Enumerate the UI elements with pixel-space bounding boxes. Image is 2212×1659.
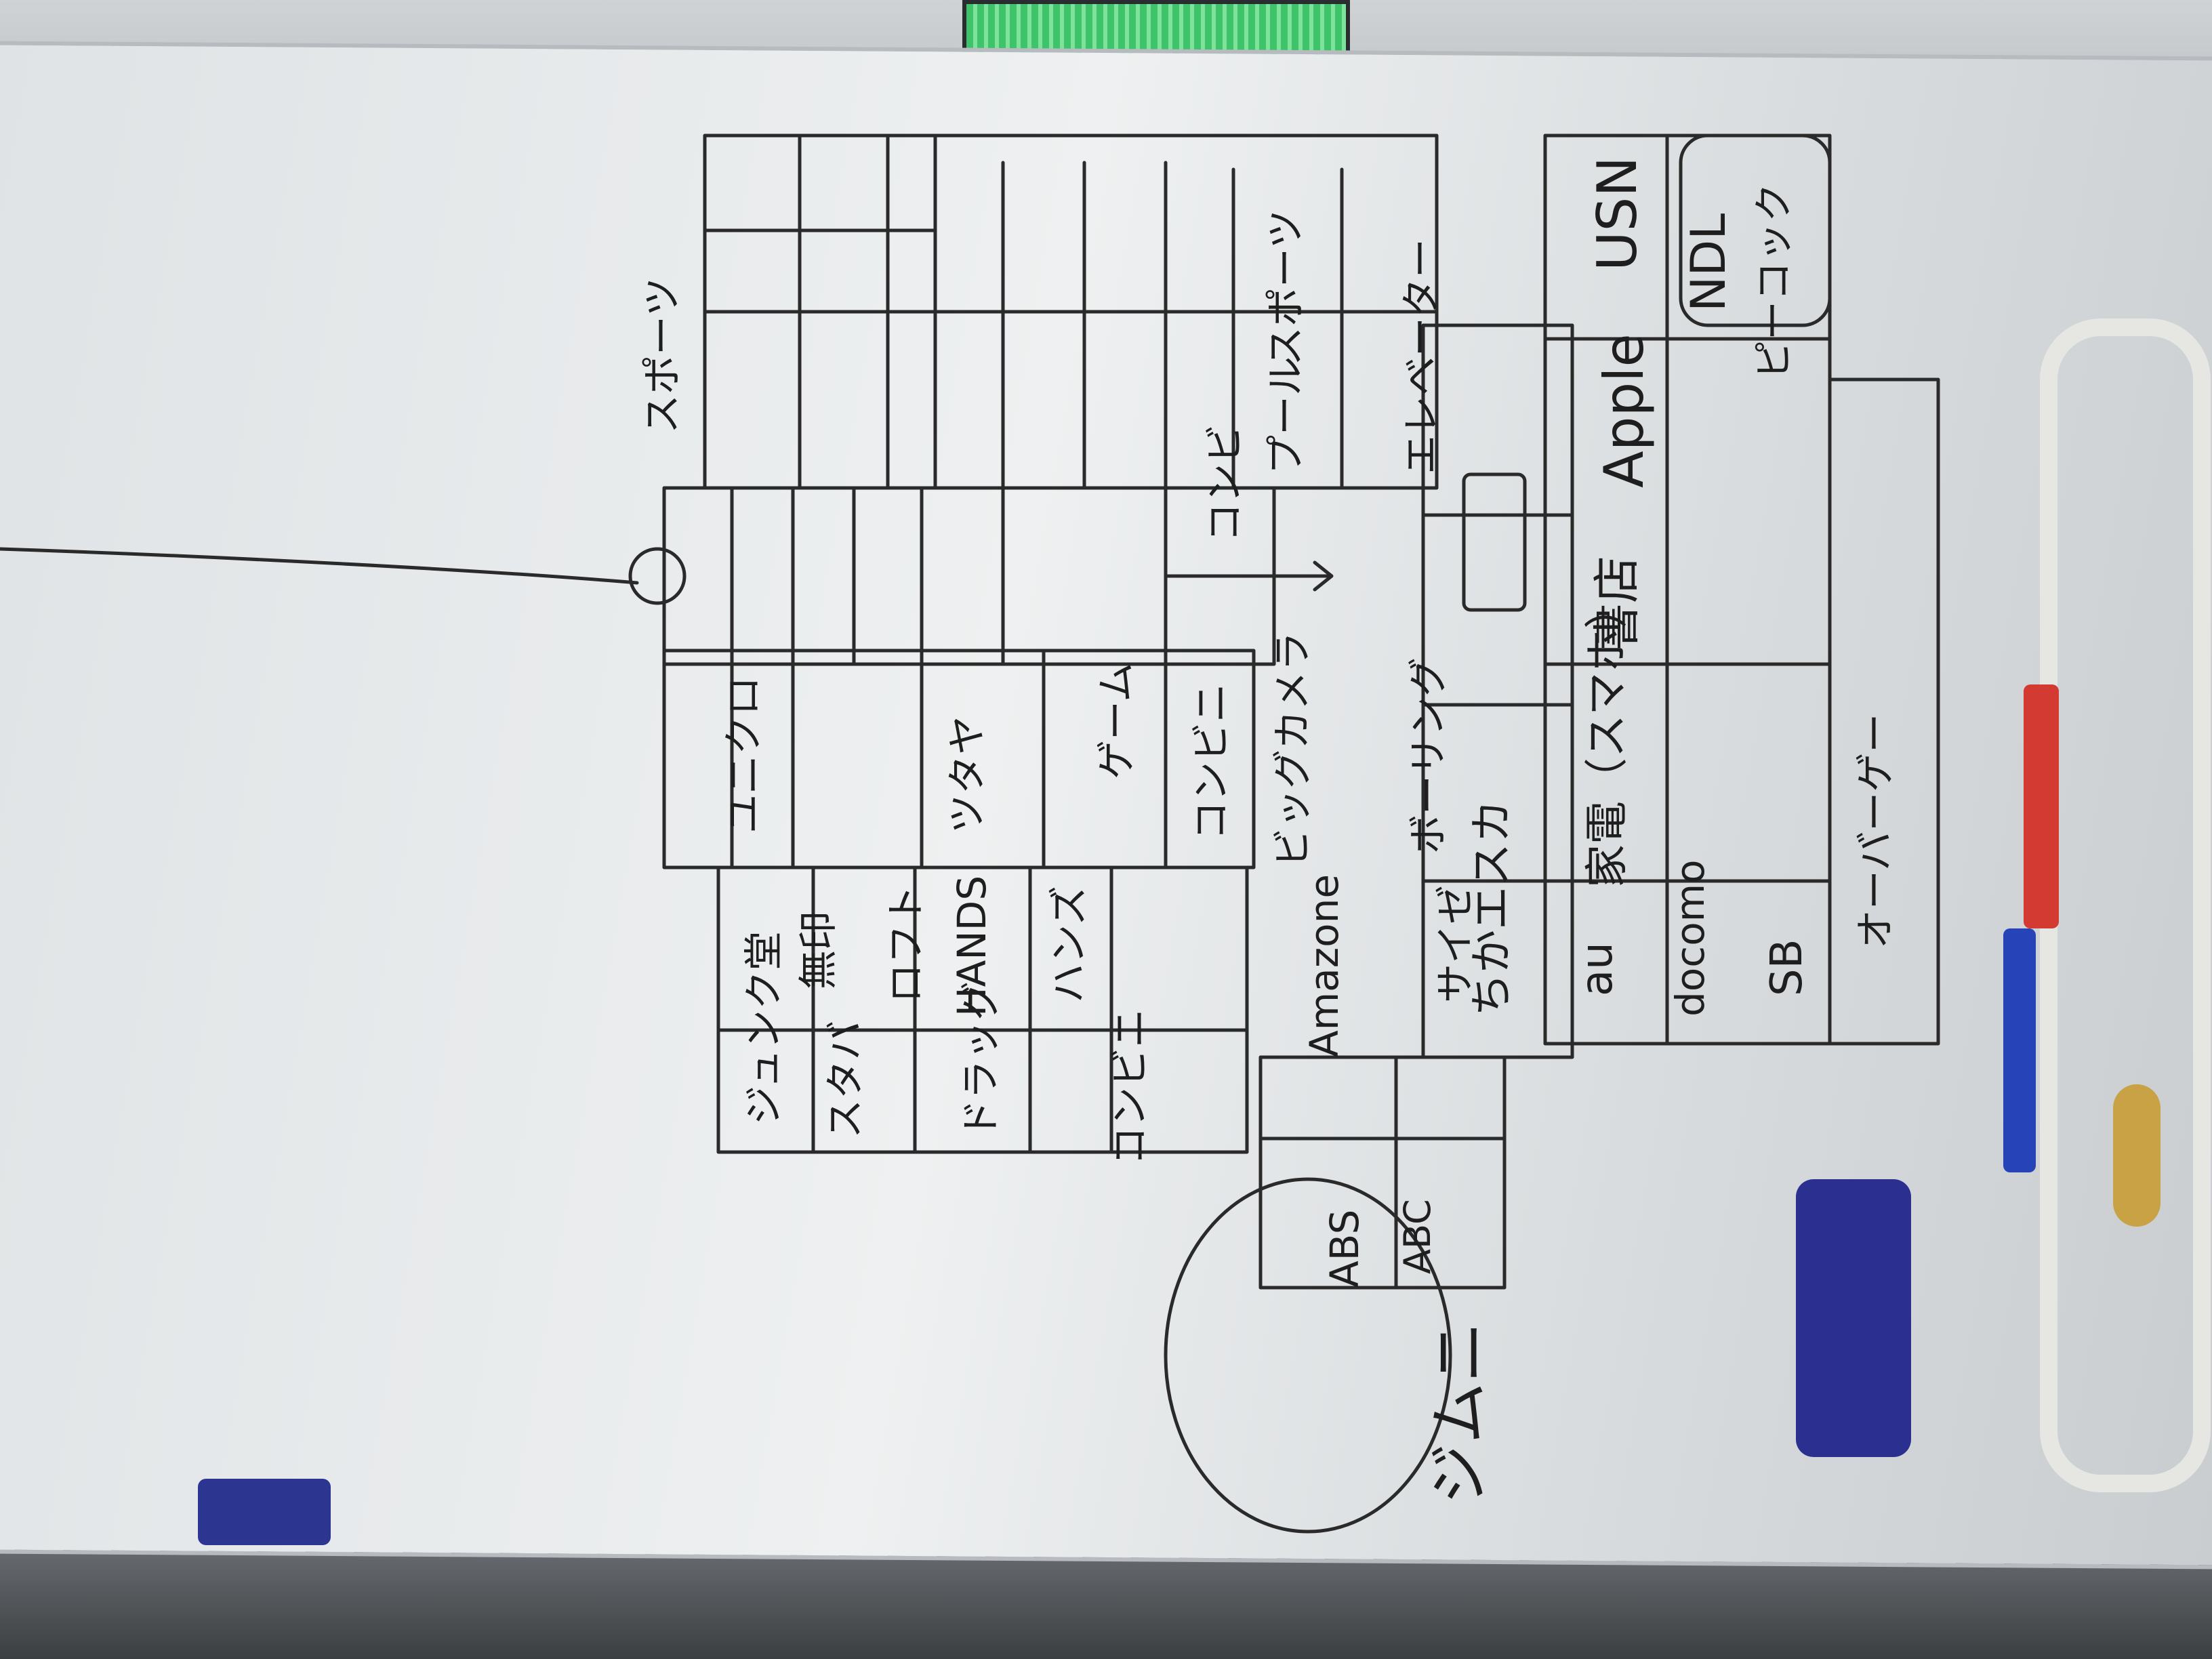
label-apple: Apple: [1593, 333, 1656, 488]
label-uniqlo: ユニクロ: [720, 676, 766, 834]
label-usn: USN: [1586, 156, 1649, 271]
label-abc: ABC: [1396, 1199, 1439, 1274]
label-bic: ビッグカメラ: [1269, 631, 1315, 867]
label-junku: ジュンク堂: [741, 931, 787, 1125]
label-hands-2: ハンズ: [1046, 886, 1092, 1003]
label-ndl: NDL: [1681, 213, 1736, 312]
label-starbucks: スタバ: [822, 1020, 868, 1139]
label-sb: SB: [1762, 939, 1812, 996]
label-convenience-3: コンビ: [1202, 424, 1248, 542]
tray-clip: [2113, 1084, 2160, 1227]
label-escalator: ちかエスカ: [1467, 800, 1517, 1017]
label-elevator: エレベーター: [1398, 238, 1444, 474]
label-drug: ドラッグ: [958, 981, 1004, 1139]
label-pool: プール: [1263, 356, 1309, 474]
label-au: au: [1572, 942, 1622, 996]
label-loft: ロフト: [883, 884, 929, 1003]
label-peacock: ピーコック: [1750, 182, 1797, 380]
board-magnet: [198, 1479, 331, 1545]
marker-tray: [2040, 319, 2211, 1492]
red-marker[interactable]: [2024, 684, 2059, 928]
label-gym: ジムニ: [1424, 1322, 1495, 1504]
board-eraser[interactable]: [1796, 1179, 1911, 1457]
label-bowling: ボーリング: [1405, 657, 1451, 854]
label-game: ゲーム: [1093, 662, 1139, 779]
label-abs: ABS: [1322, 1209, 1368, 1288]
label-amazon: Amazone: [1301, 874, 1347, 1057]
label-docomo: docomo: [1667, 859, 1713, 1017]
label-convenience-2: コンビニ: [1188, 682, 1234, 840]
blue-marker[interactable]: [2003, 928, 2036, 1172]
label-bookstore: 書店: [1589, 556, 1645, 651]
label-convenience-1: コンビニ: [1107, 1008, 1153, 1166]
label-sports-1: スポーツ: [639, 277, 685, 434]
label-sports-2: スポーツ: [1263, 209, 1309, 366]
label-muji: 無印: [795, 910, 841, 989]
label-tsutaya: ツタヤ: [944, 715, 990, 834]
label-over: オーバーゲー: [1852, 713, 1898, 949]
